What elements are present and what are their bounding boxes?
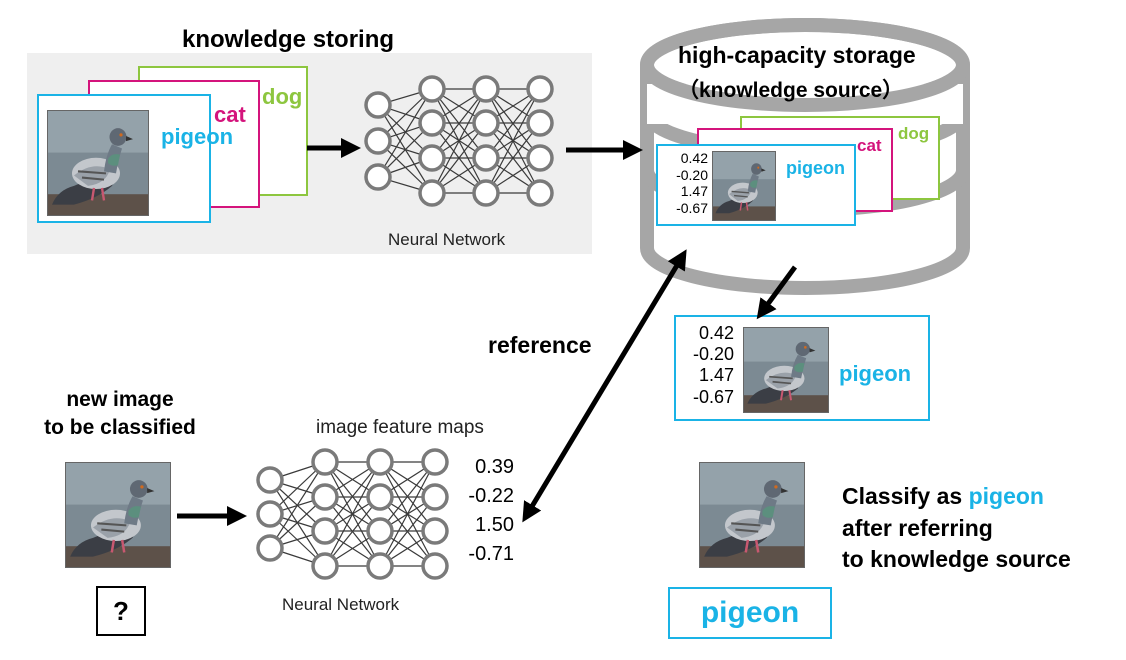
retrieved-value: 1.47: [698, 365, 734, 386]
network-node: [526, 179, 554, 207]
network-node: [311, 448, 339, 476]
network-node: [472, 109, 500, 137]
network-node: [421, 517, 449, 545]
result-label-box: pigeon: [668, 587, 832, 639]
network-node: [526, 144, 554, 172]
feature-maps-label: image feature maps: [316, 417, 484, 438]
network-label-top: Neural Network: [388, 230, 506, 249]
pigeon-label: pigeon: [161, 124, 234, 149]
network-node: [364, 127, 392, 155]
result-label: pigeon: [700, 596, 800, 629]
cat-label: cat: [214, 102, 246, 127]
pigeon-photo-icon: [47, 110, 149, 216]
query-value: -0.71: [468, 543, 514, 565]
network-node: [526, 75, 554, 103]
retrieved-value: -0.20: [692, 344, 734, 365]
query-value: 1.50: [475, 514, 514, 536]
storage-value: -0.67: [676, 199, 708, 216]
result-line2: after referring: [842, 514, 993, 541]
result-line1: Classify as pigeon: [842, 481, 1071, 513]
network-node: [256, 500, 284, 528]
unknown-class-box: ?: [96, 586, 146, 636]
result-line1-label: pigeon: [968, 483, 1044, 509]
retrieved-pigeon-photo-icon: [743, 327, 829, 413]
unknown-class-symbol: ?: [113, 595, 129, 626]
storage-title: high-capacity storage: [678, 42, 916, 68]
retrieved-value: -0.67: [692, 386, 734, 407]
network-node: [418, 144, 446, 172]
network-node: [366, 483, 394, 511]
network-node: [366, 517, 394, 545]
network-node: [421, 552, 449, 580]
result-line1-prefix: Classify as: [842, 483, 969, 509]
storage-dog-label: dog: [898, 124, 930, 143]
network-node: [311, 483, 339, 511]
network-node: [421, 448, 449, 476]
retrieved-pigeon-label: pigeon: [839, 361, 912, 386]
storage-card-pigeon: 0.42 -0.20 1.47 -0.67 pigeon: [656, 144, 856, 226]
dog-label: dog: [262, 84, 303, 109]
query-value: -0.22: [468, 485, 514, 507]
network-node: [366, 448, 394, 476]
network-node: [418, 75, 446, 103]
storage-value: 0.42: [680, 150, 708, 166]
query-feature-values: 0.39 -0.22 1.50 -0.71: [452, 453, 514, 569]
network-node: [364, 91, 392, 119]
network-label-bottom: Neural Network: [282, 595, 400, 614]
network-node: [418, 109, 446, 137]
network-node: [418, 179, 446, 207]
knowledge-storing-title: knowledge storing: [182, 26, 395, 53]
retrieved-feature-values: 0.42 -0.20 1.47 -0.67: [680, 323, 734, 408]
network-node: [311, 517, 339, 545]
storage-pigeon-label: pigeon: [786, 158, 845, 178]
storage-cat-label: cat: [857, 136, 882, 155]
retrieved-card: 0.42 -0.20 1.47 -0.67 pigeon: [674, 315, 930, 421]
network-node: [472, 144, 500, 172]
storage-feature-values: 0.42 -0.20 1.47 -0.67: [664, 150, 708, 216]
network-node: [364, 163, 392, 191]
storage-value: -0.20: [676, 166, 708, 183]
network-node: [472, 179, 500, 207]
result-pigeon-photo-icon: [699, 462, 805, 568]
result-line3: to knowledge source: [842, 546, 1071, 572]
query-value: 0.39: [475, 456, 514, 478]
retrieved-value: 0.42: [698, 323, 734, 343]
new-image-title-line1: new image: [66, 388, 174, 411]
result-text: Classify as pigeon after referring to kn…: [842, 481, 1071, 576]
network-node: [526, 109, 554, 137]
reference-label: reference: [488, 332, 592, 358]
network-node: [311, 552, 339, 580]
new-image-title-line2: to be classified: [44, 416, 196, 440]
network-node: [256, 534, 284, 562]
query-pigeon-photo-icon: [65, 462, 171, 568]
storage-subtitle: （knowledge source）: [678, 79, 904, 102]
storage-pigeon-photo-icon: [712, 151, 776, 221]
network-node: [366, 552, 394, 580]
network-node: [472, 75, 500, 103]
network-node: [256, 466, 284, 494]
storage-value: 1.47: [680, 183, 708, 200]
network-node: [421, 483, 449, 511]
new-image-title: new image to be classified: [40, 386, 200, 443]
training-card-pigeon: pigeon: [37, 94, 233, 223]
